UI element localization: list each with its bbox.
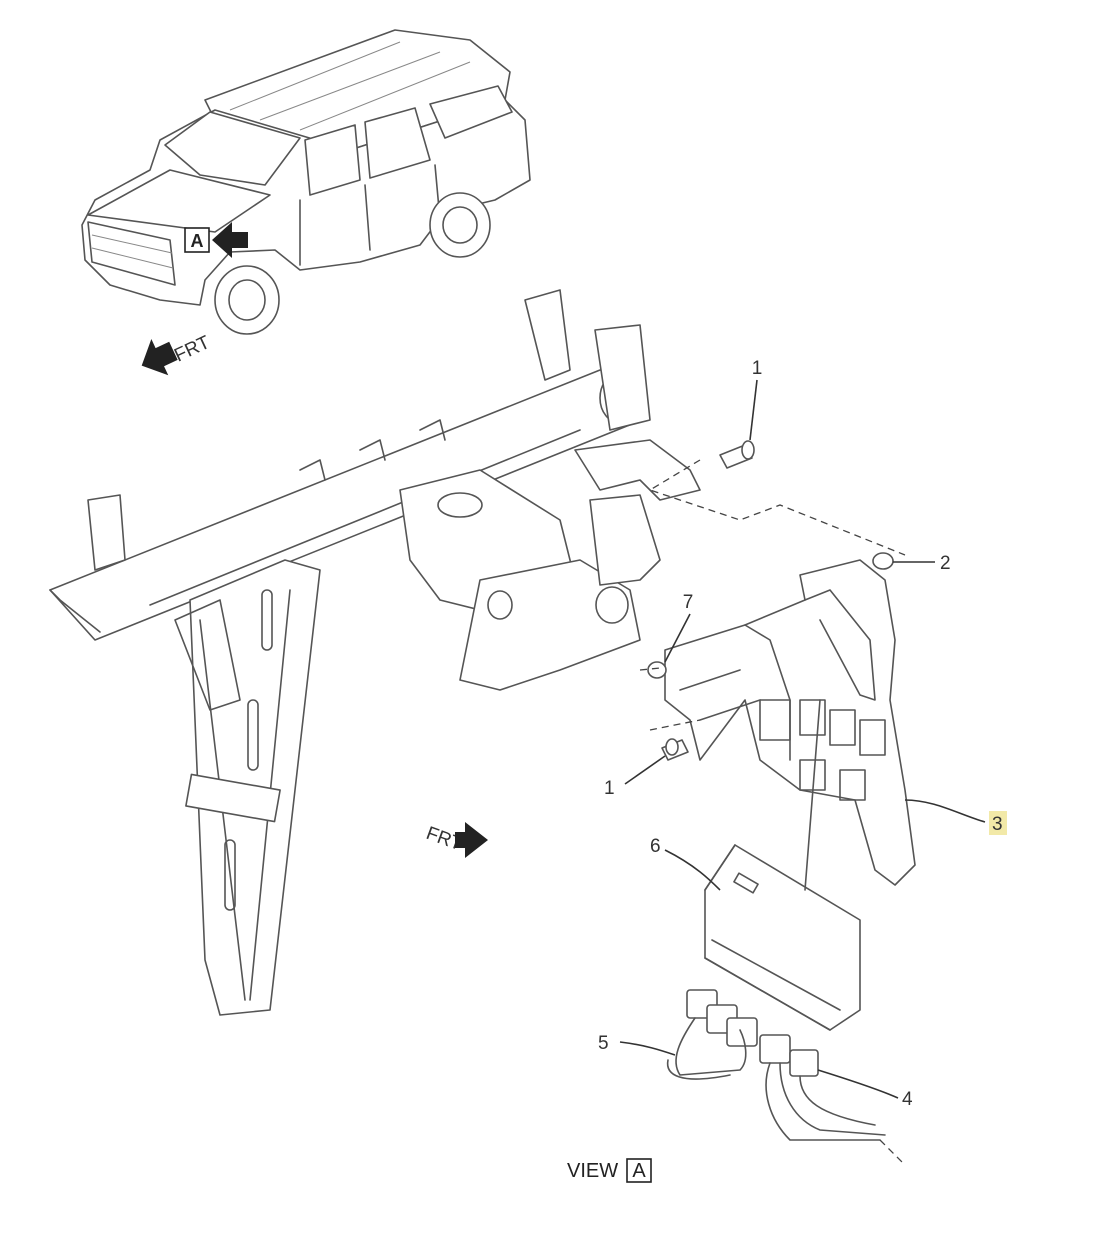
view-label-letter: A	[632, 1160, 646, 1182]
nut-2	[872, 552, 894, 570]
vehicle-view-marker: A	[191, 231, 204, 251]
callout-6: 6	[650, 836, 721, 891]
wiring-harness-4	[759, 1034, 906, 1166]
callout-number: 6	[650, 836, 661, 857]
callout-number: 4	[902, 1089, 913, 1110]
module-mounting-bracket	[664, 559, 916, 886]
bolt-upper	[719, 440, 755, 469]
callout-3: 3	[904, 799, 1007, 835]
frt-label: FRT	[171, 332, 213, 367]
view-label: VIEW A	[567, 1158, 652, 1183]
callout-number: 3	[992, 814, 1003, 835]
callout-4: 4	[817, 1069, 913, 1110]
front-direction-arrow-2: FRT	[423, 822, 488, 858]
callout-number: 1	[752, 358, 763, 379]
callout-7: 7	[664, 592, 694, 663]
nut-7	[647, 661, 667, 679]
callout-5: 5	[598, 1033, 676, 1056]
callout-1-lower: 1	[604, 755, 666, 799]
wiring-harness-5	[666, 989, 758, 1080]
front-direction-arrow: FRT	[141, 332, 214, 376]
callout-number: 1	[604, 778, 615, 799]
vehicle-illustration: A	[81, 29, 531, 335]
electronic-module	[704, 699, 861, 1031]
callout-2: 2	[893, 553, 951, 574]
bolt-lower	[661, 738, 689, 761]
callout-number: 2	[940, 553, 951, 574]
callout-number: 7	[683, 592, 694, 613]
view-label-prefix: VIEW	[567, 1160, 618, 1182]
callout-number: 5	[598, 1033, 609, 1054]
instrument-panel-beam	[49, 289, 701, 1016]
callout-1-upper: 1	[749, 358, 763, 441]
